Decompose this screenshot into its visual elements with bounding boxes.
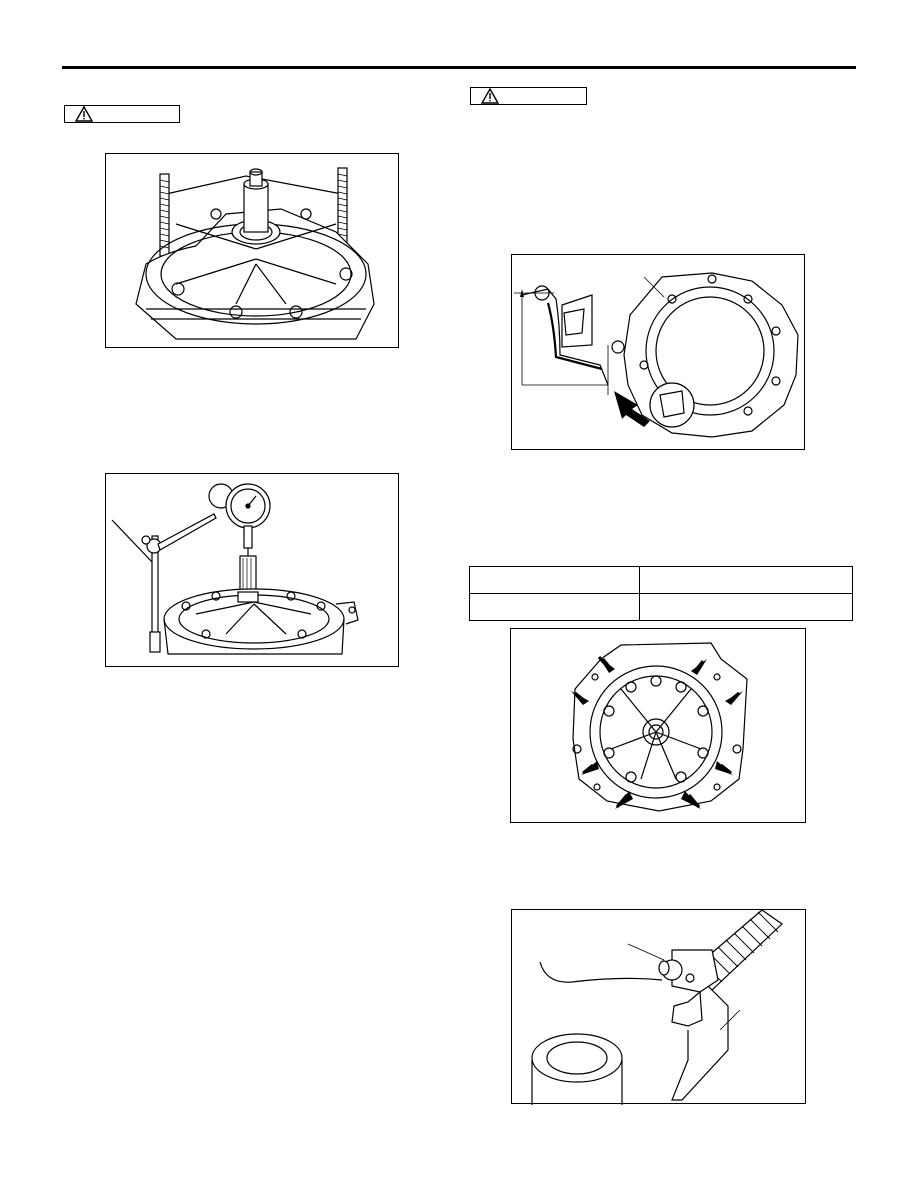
table-cell [469, 593, 640, 621]
sealant-bead-illustration [514, 272, 799, 438]
table-cell [639, 593, 853, 621]
table-row [469, 566, 853, 594]
figure-hose-clamp [511, 909, 806, 1105]
header-rule [62, 66, 856, 69]
figure-sealant-application [511, 254, 805, 450]
table-cell [639, 566, 853, 594]
dial-indicator-illustration [111, 483, 359, 655]
caution-box [470, 87, 587, 105]
hose-clamp-illustration [531, 910, 783, 1105]
warning-icon [481, 88, 499, 104]
figure-oil-pump-studs [105, 153, 399, 348]
specification-table [469, 566, 853, 621]
bolt-arrows-illustration [571, 642, 748, 812]
table-cell [469, 566, 640, 594]
figure-dial-gauge [105, 473, 399, 667]
table-row [469, 593, 853, 621]
warning-icon [75, 106, 93, 122]
transfer-pump-studs-illustration [135, 167, 375, 340]
caution-box [64, 105, 180, 123]
figure-bolt-locations [510, 628, 806, 823]
